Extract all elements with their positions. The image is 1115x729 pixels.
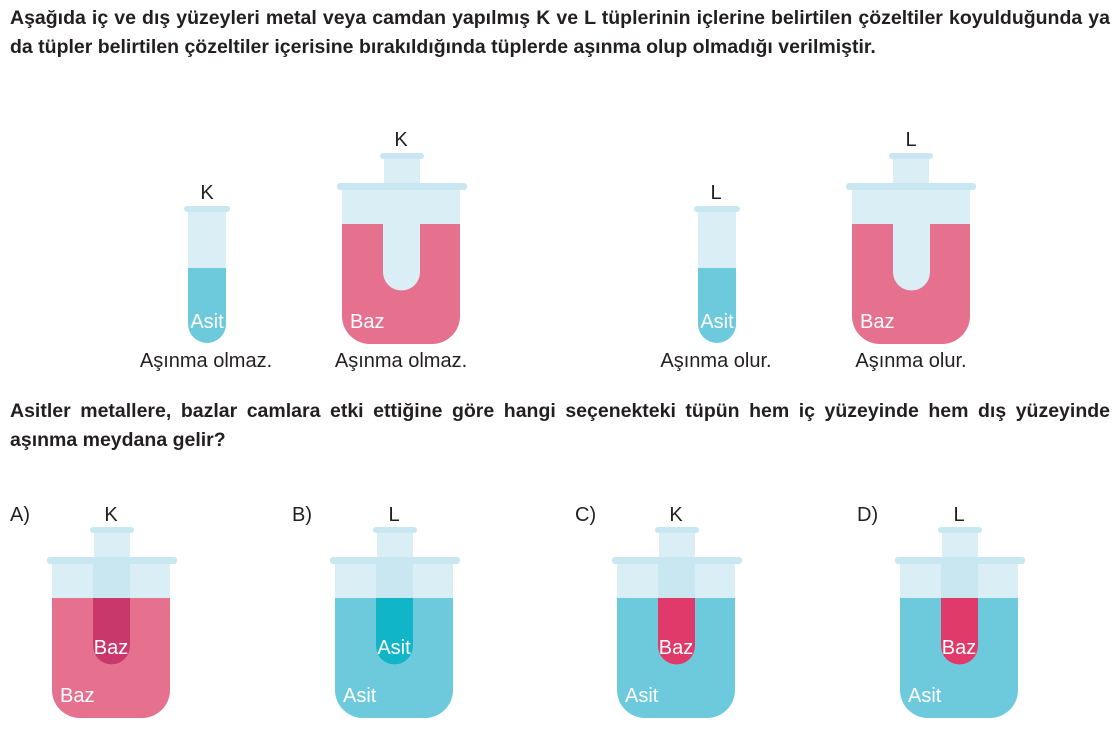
caption: Aşınma olmaz.: [335, 350, 467, 372]
outer-liquid-label: Asit: [343, 685, 377, 707]
caption: Aşınma olur.: [660, 350, 771, 372]
beaker-rim: [47, 557, 177, 564]
inner-liquid-label: Baz: [94, 637, 128, 659]
inner-tube-glass: [383, 190, 420, 291]
tube-rim: [184, 206, 230, 212]
inner-base-liquid: [658, 598, 695, 665]
option-letter: B): [292, 504, 312, 526]
example-l-tube: L Asit Aşınma olur.: [660, 182, 771, 372]
inner-tube-rim: [373, 527, 417, 533]
caption: Aşınma olmaz.: [140, 350, 272, 372]
inner-tube-rim: [655, 527, 699, 533]
option-letter: C): [575, 504, 596, 526]
l-beaker-label: L: [905, 129, 916, 151]
inner-liquid-label: Asit: [377, 637, 411, 659]
inner-tube-rim: [889, 153, 933, 159]
example-l-beaker: L Baz Aşınma olur.: [846, 129, 976, 372]
option-tube-label: K: [669, 504, 683, 526]
k-tube-label: K: [200, 182, 214, 204]
outer-liquid-label: Asit: [625, 685, 659, 707]
inner-liquid-label: Baz: [659, 637, 693, 659]
inner-tube-glass: [893, 190, 930, 291]
option-d[interactable]: D) L Baz Asit: [857, 504, 1025, 718]
option-a[interactable]: A) K Baz Baz: [10, 504, 177, 718]
inner-tube-rim: [90, 527, 134, 533]
beaker-rim: [330, 557, 460, 564]
beaker-rim: [337, 183, 467, 190]
outer-liquid-label: Baz: [60, 685, 94, 707]
example-k-beaker: K Baz Aşınma olmaz.: [335, 129, 467, 372]
beaker-rim: [612, 557, 742, 564]
inner-tube-top: [384, 159, 420, 183]
inner-tube-top: [942, 533, 978, 557]
inner-liquid-label: Baz: [942, 637, 976, 659]
acid-liquid: [698, 268, 736, 343]
inner-base-liquid: [941, 598, 978, 665]
inner-base-liquid: [93, 598, 130, 665]
question-paragraph: Asitler metallere, bazlar camlara etki e…: [10, 400, 1110, 451]
tube-rim: [694, 206, 740, 212]
option-letter: A): [10, 504, 30, 526]
outer-liquid-label: Asit: [908, 685, 942, 707]
inner-tube-top: [94, 533, 130, 557]
inner-tube-rim: [380, 153, 424, 159]
option-tube-label: L: [953, 504, 964, 526]
liquid-label: Asit: [190, 311, 224, 333]
example-k-tube: K Asit Aşınma olmaz.: [140, 182, 272, 372]
liquid-label: Baz: [860, 311, 894, 333]
liquid-label: Baz: [350, 311, 384, 333]
option-tube-label: L: [388, 504, 399, 526]
inner-tube-top: [659, 533, 695, 557]
inner-tube-top: [377, 533, 413, 557]
caption: Aşınma olur.: [855, 350, 966, 372]
option-letter: D): [857, 504, 878, 526]
option-b[interactable]: B) L Asit Asit: [292, 504, 460, 718]
k-beaker-label: K: [394, 129, 408, 151]
inner-tube-rim: [938, 527, 982, 533]
beaker-rim: [895, 557, 1025, 564]
acid-liquid: [188, 268, 226, 343]
l-tube-label: L: [710, 182, 721, 204]
option-tube-label: K: [104, 504, 118, 526]
inner-tube-top: [893, 159, 929, 183]
beaker-rim: [846, 183, 976, 190]
intro-paragraph: Aşağıda iç ve dış yüzeyleri metal veya c…: [10, 7, 1110, 58]
inner-acid-liquid: [376, 598, 413, 665]
option-c[interactable]: C) K Baz Asit: [575, 504, 742, 718]
liquid-label: Asit: [700, 311, 734, 333]
